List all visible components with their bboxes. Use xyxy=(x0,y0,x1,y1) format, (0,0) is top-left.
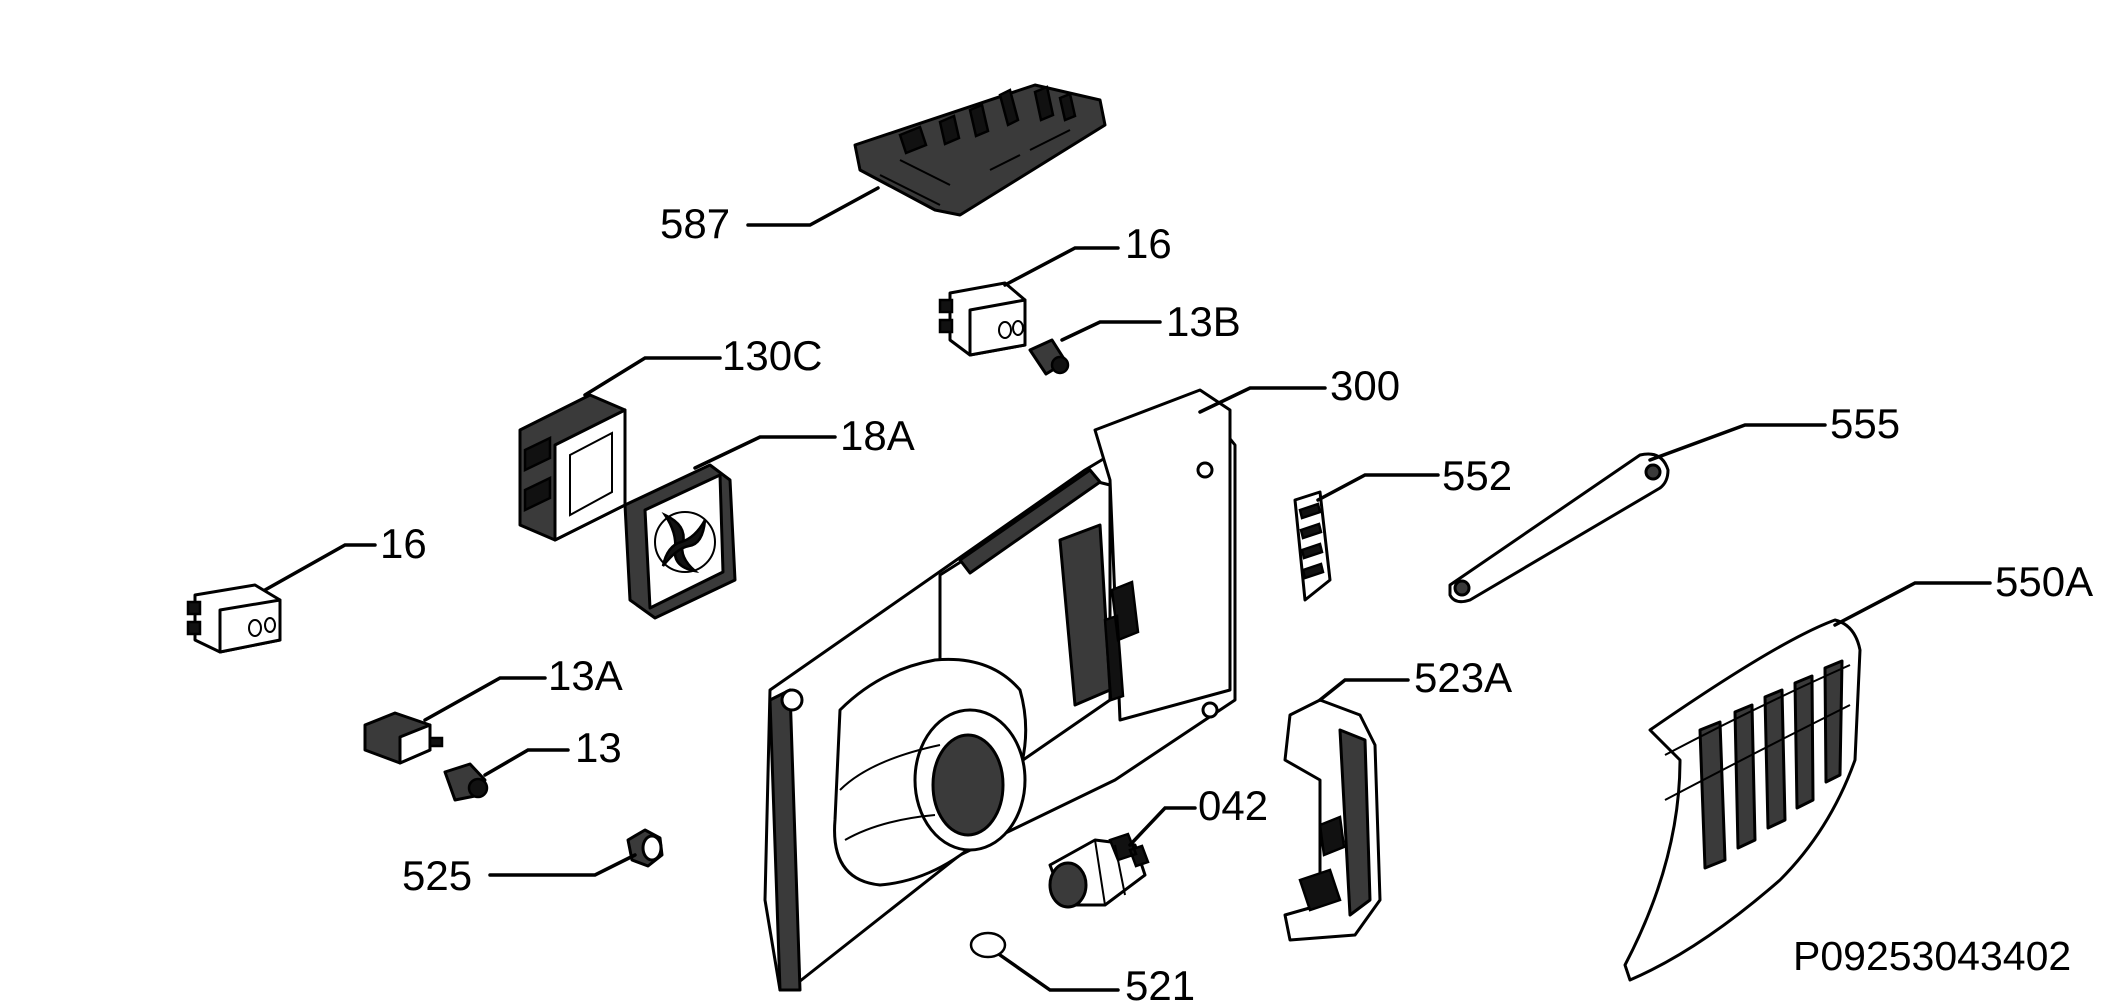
fan-housing-icon xyxy=(518,393,627,542)
part-label: 525 xyxy=(402,852,472,899)
door-panel-icon xyxy=(763,388,1237,992)
o-ring-icon xyxy=(969,931,1007,959)
connector-icon xyxy=(363,711,444,765)
part-label: 042 xyxy=(1198,782,1268,829)
fan-icon xyxy=(623,463,737,620)
part-callout-587: 587 xyxy=(660,186,880,247)
part-label: 130C xyxy=(722,332,822,379)
part-callout-555: 555 xyxy=(1648,400,1900,462)
switch-icon xyxy=(938,281,1027,357)
knob-icon xyxy=(626,828,664,868)
heat-sink-icon xyxy=(1293,490,1332,602)
part-label: 18A xyxy=(840,412,915,459)
part-callout-16-upper: 16 xyxy=(1003,220,1172,287)
bracket-icon xyxy=(1283,698,1382,942)
part-callout-042: 042 xyxy=(1128,782,1268,847)
part-callout-13A: 13A xyxy=(423,652,623,722)
part-callout-525: 525 xyxy=(402,852,637,899)
part-callout-13: 13 xyxy=(483,724,622,777)
part-callout-552: 552 xyxy=(1316,452,1512,502)
lamp-socket-icon xyxy=(1048,832,1150,909)
switch-icon xyxy=(186,583,282,654)
part-label: 13 xyxy=(575,724,622,771)
part-callout-16-lower: 16 xyxy=(263,520,427,592)
control-board-icon xyxy=(853,83,1107,217)
part-callout-521: 521 xyxy=(998,953,1195,1001)
part-label: 16 xyxy=(1125,220,1172,267)
part-label: 552 xyxy=(1442,452,1512,499)
part-callout-130C: 130C xyxy=(583,332,822,397)
part-callout-13B: 13B xyxy=(1060,298,1241,345)
lever-strip-icon xyxy=(1448,452,1670,604)
part-label: 300 xyxy=(1330,362,1400,409)
part-label: 555 xyxy=(1830,400,1900,447)
part-label: 16 xyxy=(380,520,427,567)
part-label: 13A xyxy=(548,652,623,699)
part-callout-18A: 18A xyxy=(693,412,915,470)
drawing-code: P09253043402 xyxy=(1793,933,2071,979)
lamp-holder-icon xyxy=(1028,338,1070,376)
part-label: 550A xyxy=(1995,558,2093,605)
part-label: 523A xyxy=(1414,654,1512,701)
grille-icon xyxy=(1623,618,1862,982)
lamp-holder-icon xyxy=(443,762,489,802)
part-callout-523A: 523A xyxy=(1318,654,1512,702)
part-callout-300: 300 xyxy=(1198,362,1400,414)
part-label: 587 xyxy=(660,200,730,247)
part-callout-550A: 550A xyxy=(1833,558,2093,627)
part-label: 13B xyxy=(1166,298,1241,345)
part-label: 521 xyxy=(1125,962,1195,1001)
